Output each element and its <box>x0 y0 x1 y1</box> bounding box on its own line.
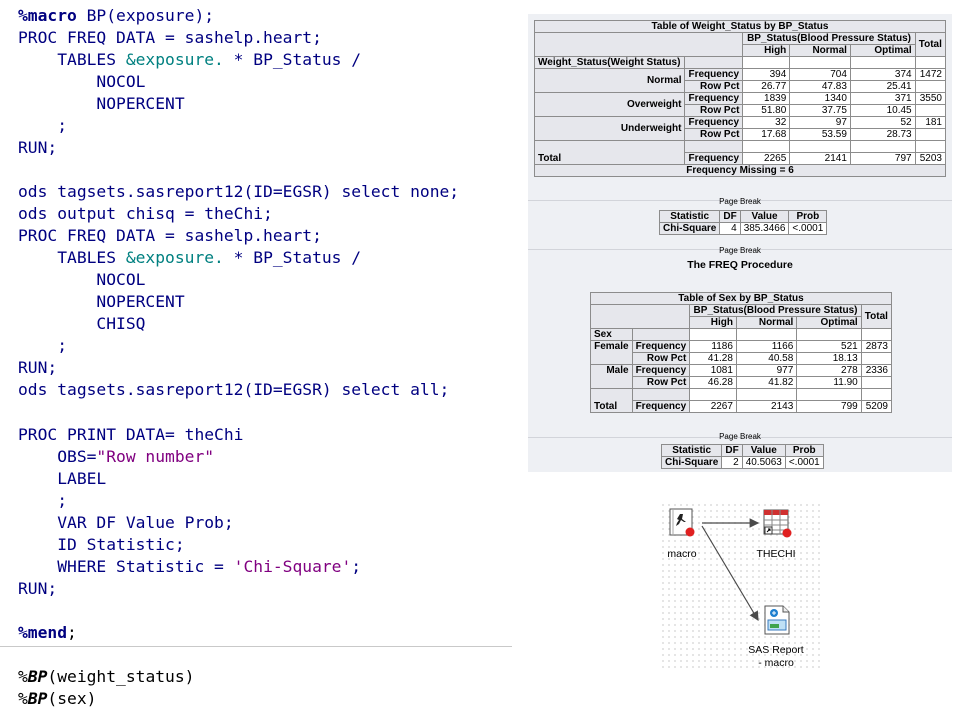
table-row: Row Pct 41.28 40.58 18.13 <box>591 352 893 365</box>
total-row-label: Total <box>590 388 633 413</box>
weight-status-table: Table of Weight_Status by BP_Status BP_S… <box>533 20 947 177</box>
page-break-line <box>528 249 952 250</box>
code-line: ID Statistic; <box>18 535 185 554</box>
total-row-label: Total <box>533 140 686 165</box>
column-header: High <box>742 44 791 57</box>
code-line: NOCOL <box>18 270 146 289</box>
dataset-table-icon <box>763 509 792 538</box>
table-row: Chi-Square 2 40.5063 <.0001 <box>660 456 824 469</box>
program-icon <box>669 508 695 537</box>
code-line: RUN; <box>18 138 58 157</box>
page-break-label: Page Break <box>719 246 761 255</box>
code-line: LABEL <box>18 469 107 488</box>
table-row: Female Frequency 1186 1166 521 2873 <box>590 340 893 365</box>
report-node[interactable] <box>762 604 792 636</box>
code-line: ods tagsets.sasreport12(ID=EGSR) select … <box>18 380 450 399</box>
macro-variable: &exposure. <box>125 50 224 69</box>
macro-call-name: BP <box>27 667 48 686</box>
row-variable-header: Sex <box>590 328 633 341</box>
code-line: ods output chisq = theChi; <box>18 204 273 223</box>
frequency-missing: Frequency Missing = 6 <box>534 164 946 177</box>
code-line: ; <box>18 336 68 355</box>
table-row: Frequency 2267 2143 799 5209 <box>591 400 893 413</box>
code-line: NOPERCENT <box>18 94 185 113</box>
sex-table: Table of Sex by BP_Status BP_Status(Bloo… <box>589 292 893 413</box>
code-line: VAR DF Value Prob; <box>18 513 234 532</box>
row-label: Underweight <box>533 116 686 141</box>
macro-variable: &exposure. <box>125 248 224 267</box>
program-node-label: macro <box>667 548 697 560</box>
page-break-label: Page Break <box>719 432 761 441</box>
editor-separator <box>0 646 512 647</box>
data-node-label: THECHI <box>756 548 796 560</box>
column-header: Optimal <box>796 316 862 329</box>
code-line: PROC FREQ DATA = sashelp.heart; <box>18 226 322 245</box>
column-group-header: BP_Status(Blood Pressure Status) <box>742 32 916 45</box>
string-literal: "Row number" <box>96 447 215 466</box>
row-variable-header: Weight_Status(Weight Status) <box>533 56 686 69</box>
table-row: Chi-Square 4 385.3466 <.0001 <box>658 222 828 235</box>
column-header: Optimal <box>849 44 916 57</box>
code-line: PROC FREQ DATA = sashelp.heart; <box>18 28 322 47</box>
table-row: Frequency 2265 2141 797 5203 <box>535 152 947 165</box>
code-line: RUN; <box>18 579 58 598</box>
report-node-label: SAS Report - macro <box>748 644 804 669</box>
procedure-title: The FREQ Procedure <box>687 259 793 271</box>
column-header: Total <box>860 304 893 329</box>
row-label: Normal <box>533 68 686 93</box>
code-line: ods tagsets.sasreport12(ID=EGSR) select … <box>18 182 460 201</box>
row-label: Overweight <box>533 92 686 117</box>
string-literal: 'Chi-Square' <box>233 557 352 576</box>
code-line: TABLES &exposure. * BP_Status / <box>18 248 362 267</box>
column-header: High <box>689 316 737 329</box>
table-row: Overweight Frequency 1839 1340 371 3550 <box>533 92 947 117</box>
process-flow-canvas[interactable]: macro THECHI SAS Report - macro <box>660 502 820 672</box>
code-line: TABLES &exposure. * BP_Status / <box>18 50 362 69</box>
table-row: Normal Frequency 394 704 374 1472 <box>533 68 947 93</box>
column-group-header: BP_Status(Blood Pressure Status) <box>689 304 862 317</box>
page-break-label: Page Break <box>719 197 761 206</box>
table-row: Row Pct 46.28 41.82 11.90 <box>591 376 893 389</box>
flow-arrow <box>701 525 759 622</box>
macro-call-line: %BP(sex) <box>18 689 97 708</box>
chi-square-table: Statistic DF Value Prob Chi-Square 4 385… <box>658 210 828 235</box>
flow-connectors <box>701 518 760 622</box>
code-line: CHISQ <box>18 314 146 333</box>
code-editor[interactable]: %macro BP(exposure); PROC FREQ DATA = sa… <box>0 0 512 720</box>
sas-report-icon <box>764 605 790 635</box>
row-label: Male <box>590 364 633 389</box>
code-line: NOCOL <box>18 72 146 91</box>
data-node[interactable] <box>762 508 792 538</box>
table-row: Underweight Frequency 32 97 52 181 <box>533 116 947 141</box>
code-line: ; <box>18 491 68 510</box>
macro-call-line: %BP(weight_status) <box>18 667 195 686</box>
mend-keyword: %mend <box>18 623 68 642</box>
table-title: Table of Sex by BP_Status <box>590 292 892 305</box>
page-break-line <box>528 200 952 201</box>
code-line: RUN; <box>18 358 58 377</box>
macro-keyword: %macro <box>18 6 77 25</box>
results-viewer[interactable]: Table of Weight_Status by BP_Status BP_S… <box>528 14 952 472</box>
column-header: Total <box>914 32 947 57</box>
table-row: Male Frequency 1081 977 278 2336 <box>590 364 893 389</box>
code-line: %macro BP(exposure); <box>18 6 215 25</box>
program-node[interactable] <box>668 508 696 538</box>
macro-call-name: BP <box>27 689 48 708</box>
table-row: Row Pct 17.68 53.59 28.73 <box>535 128 947 141</box>
page-break-line <box>528 437 952 438</box>
column-header: Normal <box>735 316 798 329</box>
code-line: WHERE Statistic = 'Chi-Square'; <box>18 557 362 576</box>
row-label: Female <box>590 340 633 365</box>
code-line: OBS="Row number" <box>18 447 215 466</box>
code-line: NOPERCENT <box>18 292 185 311</box>
code-line: %mend; <box>18 623 77 642</box>
chi-square-table: Statistic DF Value Prob Chi-Square 2 40.… <box>660 444 824 469</box>
code-line: PROC PRINT DATA= theChi <box>18 425 244 444</box>
code-line: ; <box>18 116 68 135</box>
table-title: Table of Weight_Status by BP_Status <box>534 20 946 33</box>
column-header: Normal <box>789 44 851 57</box>
